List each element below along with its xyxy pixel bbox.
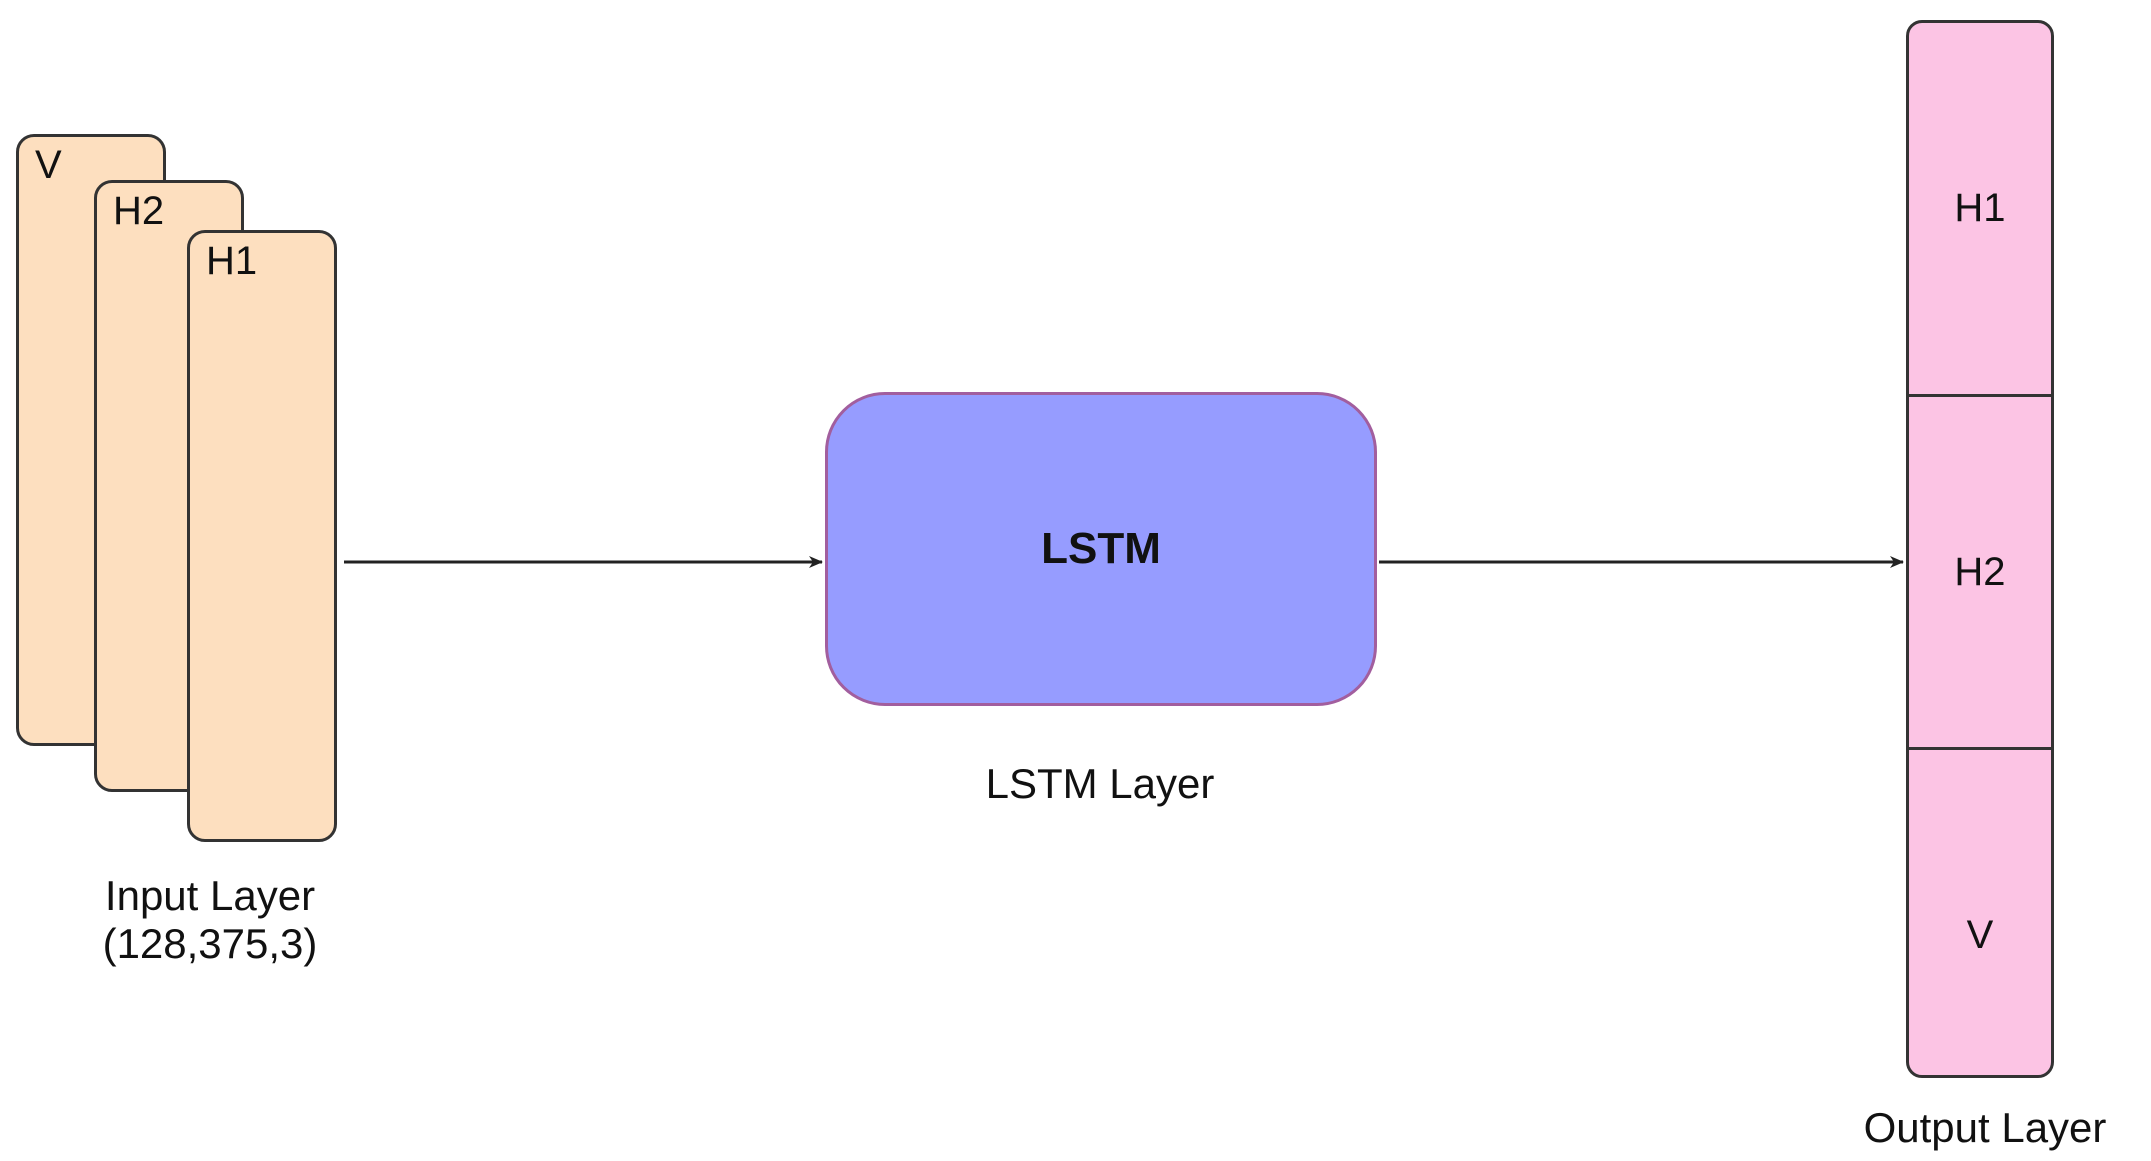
lstm-block-label: LSTM [1041, 524, 1161, 573]
lstm-layer-caption: LSTM Layer [985, 760, 1215, 807]
input-card-h1: H1 [187, 230, 337, 842]
input-card-label: H1 [206, 239, 258, 283]
lstm-block: LSTM [825, 392, 1377, 706]
output-cell-label: H2 [1954, 549, 2006, 594]
output-cell-h1: H1 [1909, 23, 2051, 394]
output-cell-label: H1 [1954, 186, 2006, 230]
input-layer-shape: (128,375,3) [102, 920, 318, 968]
output-layer-column: H1 H2 V [1906, 20, 2054, 1078]
output-cell-label: V [1966, 913, 1994, 957]
output-cell-v: V [1909, 747, 2051, 1075]
input-card-label: V [35, 143, 62, 187]
output-layer-caption: Output Layer [1863, 1104, 2107, 1151]
input-layer-caption: Input Layer (128,375,3) [40, 872, 380, 969]
output-cell-h2: H2 [1909, 394, 2051, 747]
input-card-label: H2 [113, 189, 165, 233]
input-layer-title: Input Layer [104, 872, 316, 919]
